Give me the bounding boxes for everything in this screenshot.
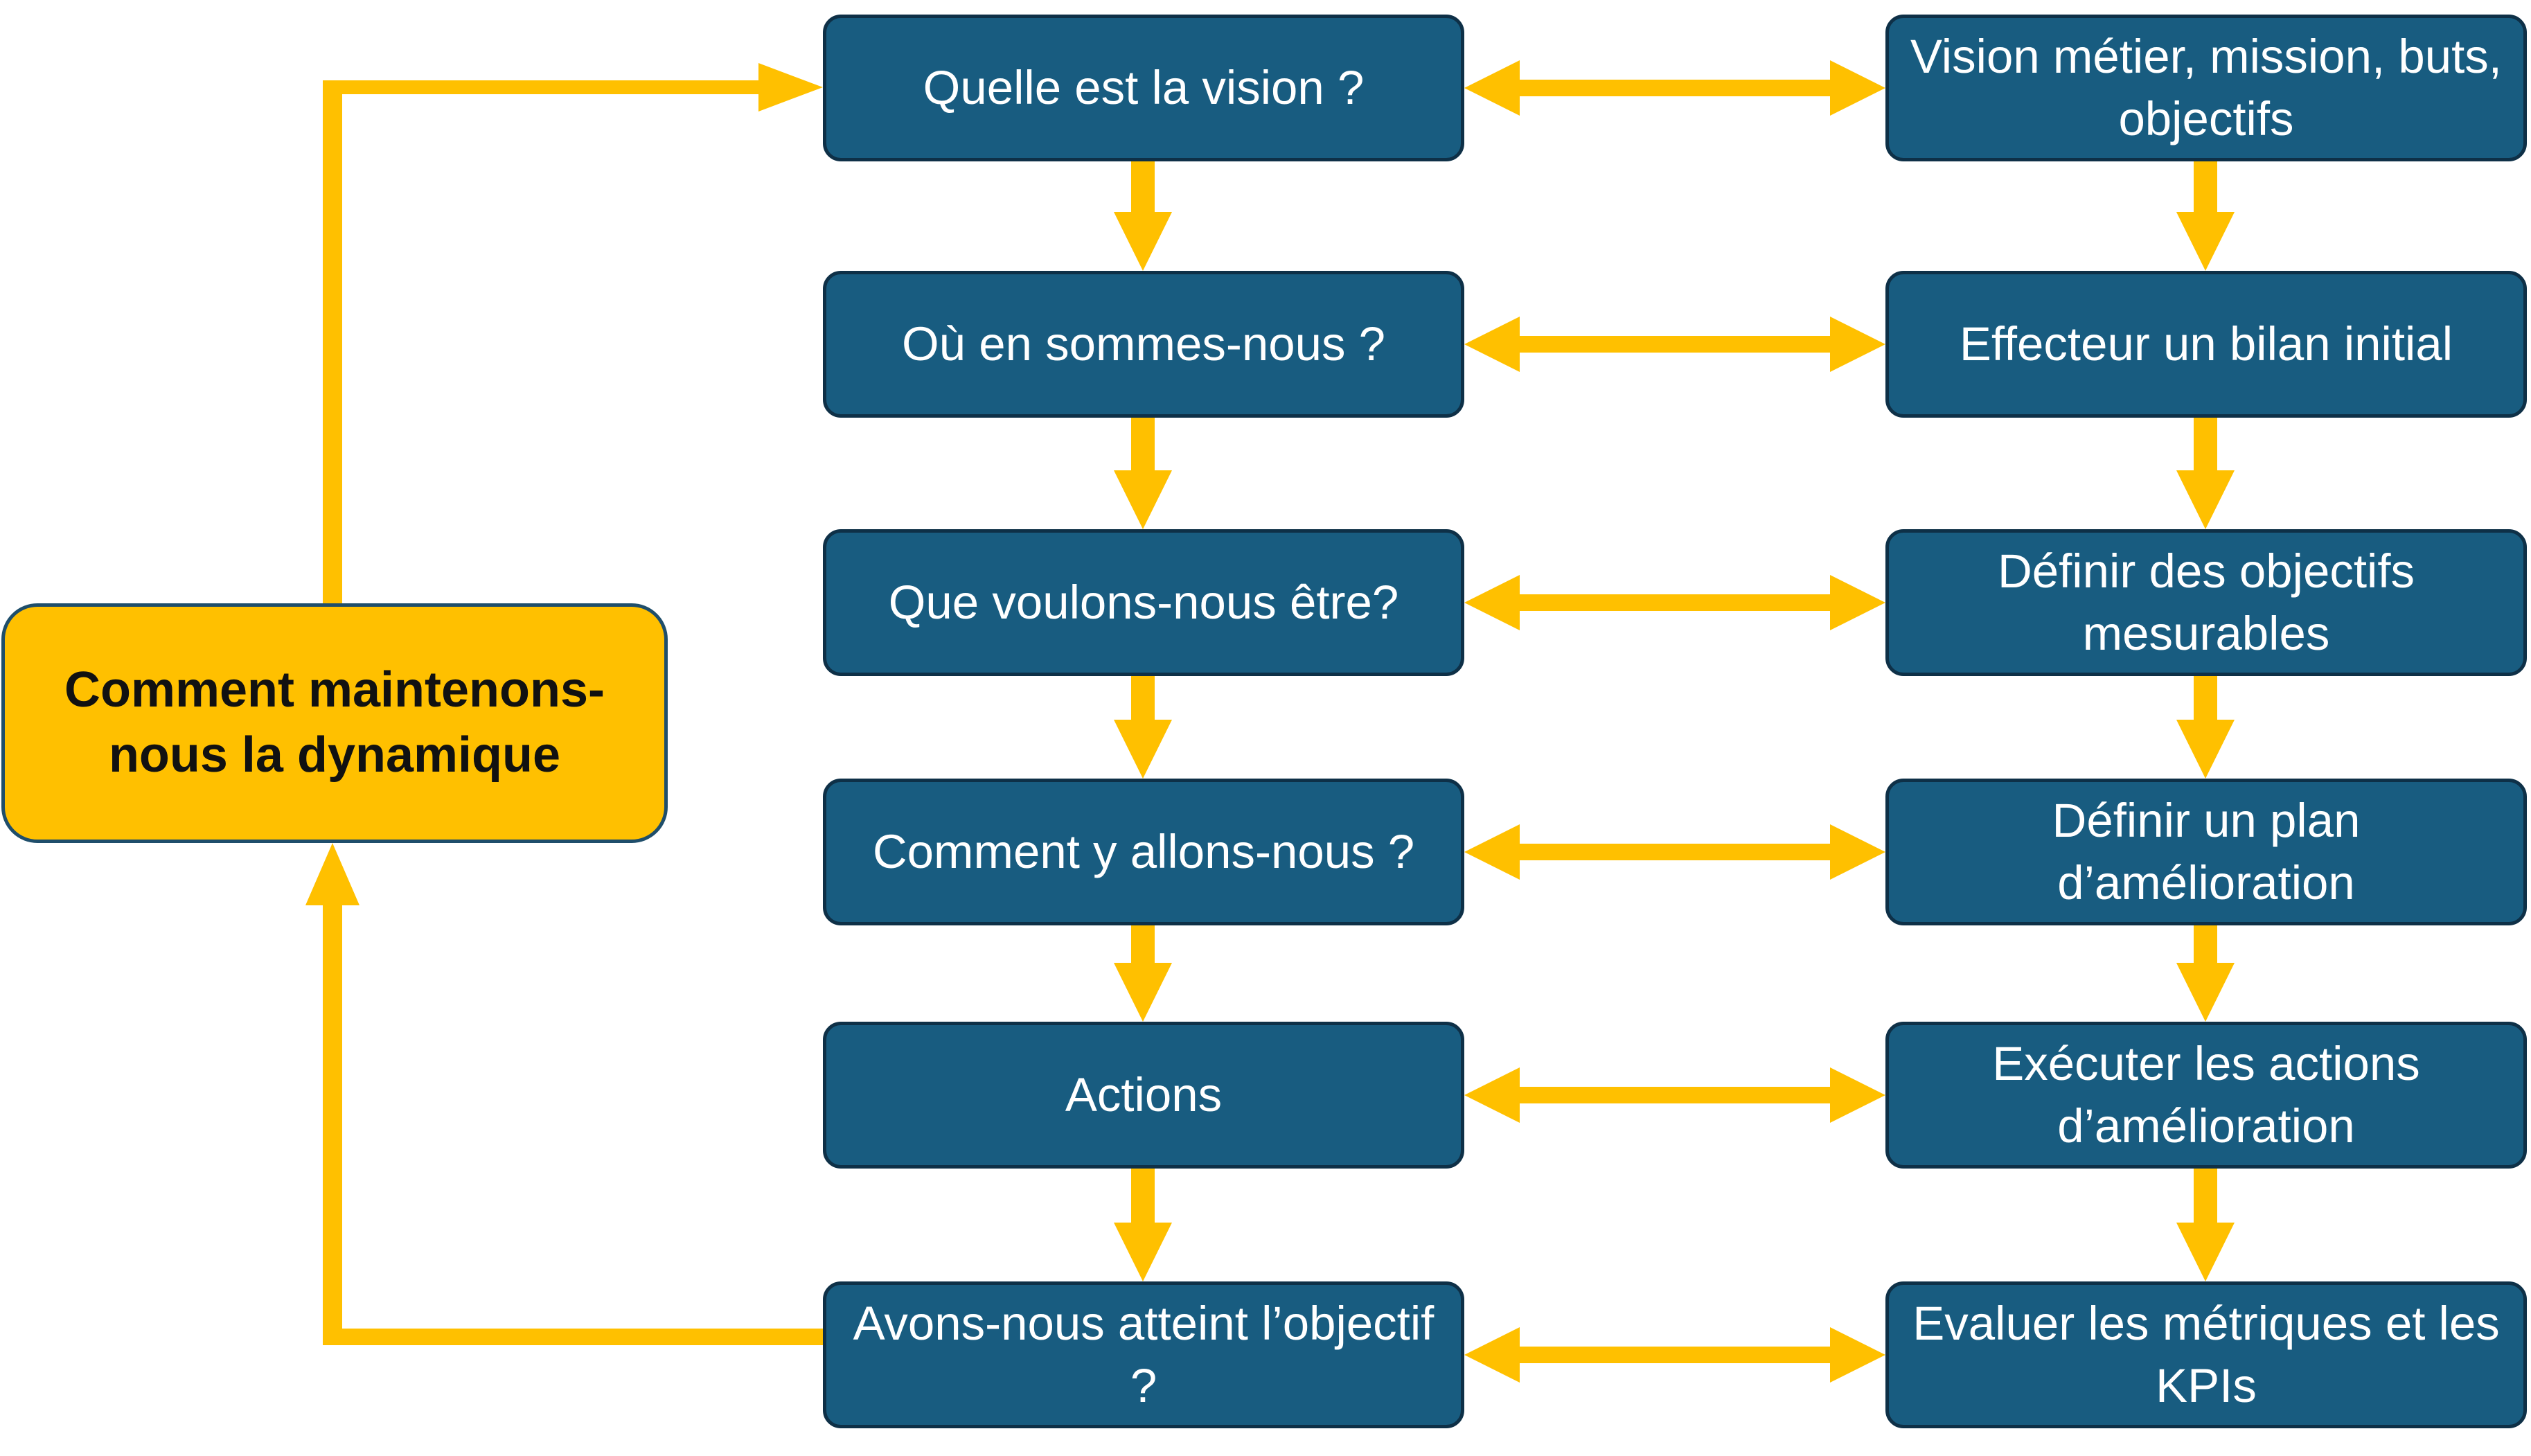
step-node-vision: Vision métier, mission, buts, objectifs xyxy=(1885,15,2527,161)
question-label: Comment y allons-nous ? xyxy=(872,825,1415,879)
step-node-execute-actions: Exécuter les actions d’amélioration xyxy=(1885,1022,2527,1169)
down-arrow-right-4 xyxy=(2176,925,2235,1022)
question-label: Actions xyxy=(1065,1068,1223,1122)
step-node-evaluate-kpis: Evaluer les métriques et les KPIs xyxy=(1885,1281,2527,1428)
step-label: Définir un plan d’amélioration xyxy=(2052,794,2361,909)
question-label: Que voulons-nous être? xyxy=(888,576,1399,630)
down-arrow-left-3 xyxy=(1114,676,1172,779)
double-arrow-6 xyxy=(1464,1327,1885,1383)
down-arrow-left-1 xyxy=(1114,161,1172,271)
down-arrow-left-5 xyxy=(1114,1169,1172,1281)
step-node-improvement-plan: Définir un plan d’amélioration xyxy=(1885,779,2527,925)
question-node-goal-reached: Avons-nous atteint l’objectif ? xyxy=(823,1281,1464,1428)
loop-node: Comment maintenons-nous la dynamique xyxy=(1,603,668,843)
down-arrow-right-1 xyxy=(2176,161,2235,271)
question-node-target-state: Que voulons-nous être? xyxy=(823,529,1464,676)
question-node-current-state: Où en sommes-nous ? xyxy=(823,271,1464,418)
question-node-how: Comment y allons-nous ? xyxy=(823,779,1464,925)
down-arrow-right-3 xyxy=(2176,676,2235,779)
step-label: Définir des objectifs mesurables xyxy=(1997,544,2415,660)
loop-arrow-top xyxy=(323,63,823,603)
question-label: Où en sommes-nous ? xyxy=(902,317,1385,371)
question-node-actions: Actions xyxy=(823,1022,1464,1169)
loop-arrow-bottom xyxy=(305,843,823,1345)
step-label: Vision métier, mission, buts, objectifs xyxy=(1910,30,2502,145)
step-label: Exécuter les actions d’amélioration xyxy=(1992,1037,2420,1153)
double-arrow-5 xyxy=(1464,1067,1885,1123)
question-node-vision: Quelle est la vision ? xyxy=(823,15,1464,161)
step-label: Effecteur un bilan initial xyxy=(1959,317,2453,371)
loop-node-label: Comment maintenons-nous la dynamique xyxy=(64,662,605,783)
down-arrow-right-2 xyxy=(2176,418,2235,529)
down-arrow-left-2 xyxy=(1114,418,1172,529)
down-arrow-left-4 xyxy=(1114,925,1172,1022)
question-label: Quelle est la vision ? xyxy=(923,61,1365,115)
double-arrow-4 xyxy=(1464,824,1885,880)
step-node-measurable-objectives: Définir des objectifs mesurables xyxy=(1885,529,2527,676)
double-arrow-2 xyxy=(1464,317,1885,372)
down-arrow-right-5 xyxy=(2176,1169,2235,1281)
question-label: Avons-nous atteint l’objectif ? xyxy=(853,1297,1435,1412)
double-arrow-3 xyxy=(1464,575,1885,630)
step-node-initial-assessment: Effecteur un bilan initial xyxy=(1885,271,2527,418)
double-arrow-1 xyxy=(1464,60,1885,116)
step-label: Evaluer les métriques et les KPIs xyxy=(1912,1297,2500,1412)
